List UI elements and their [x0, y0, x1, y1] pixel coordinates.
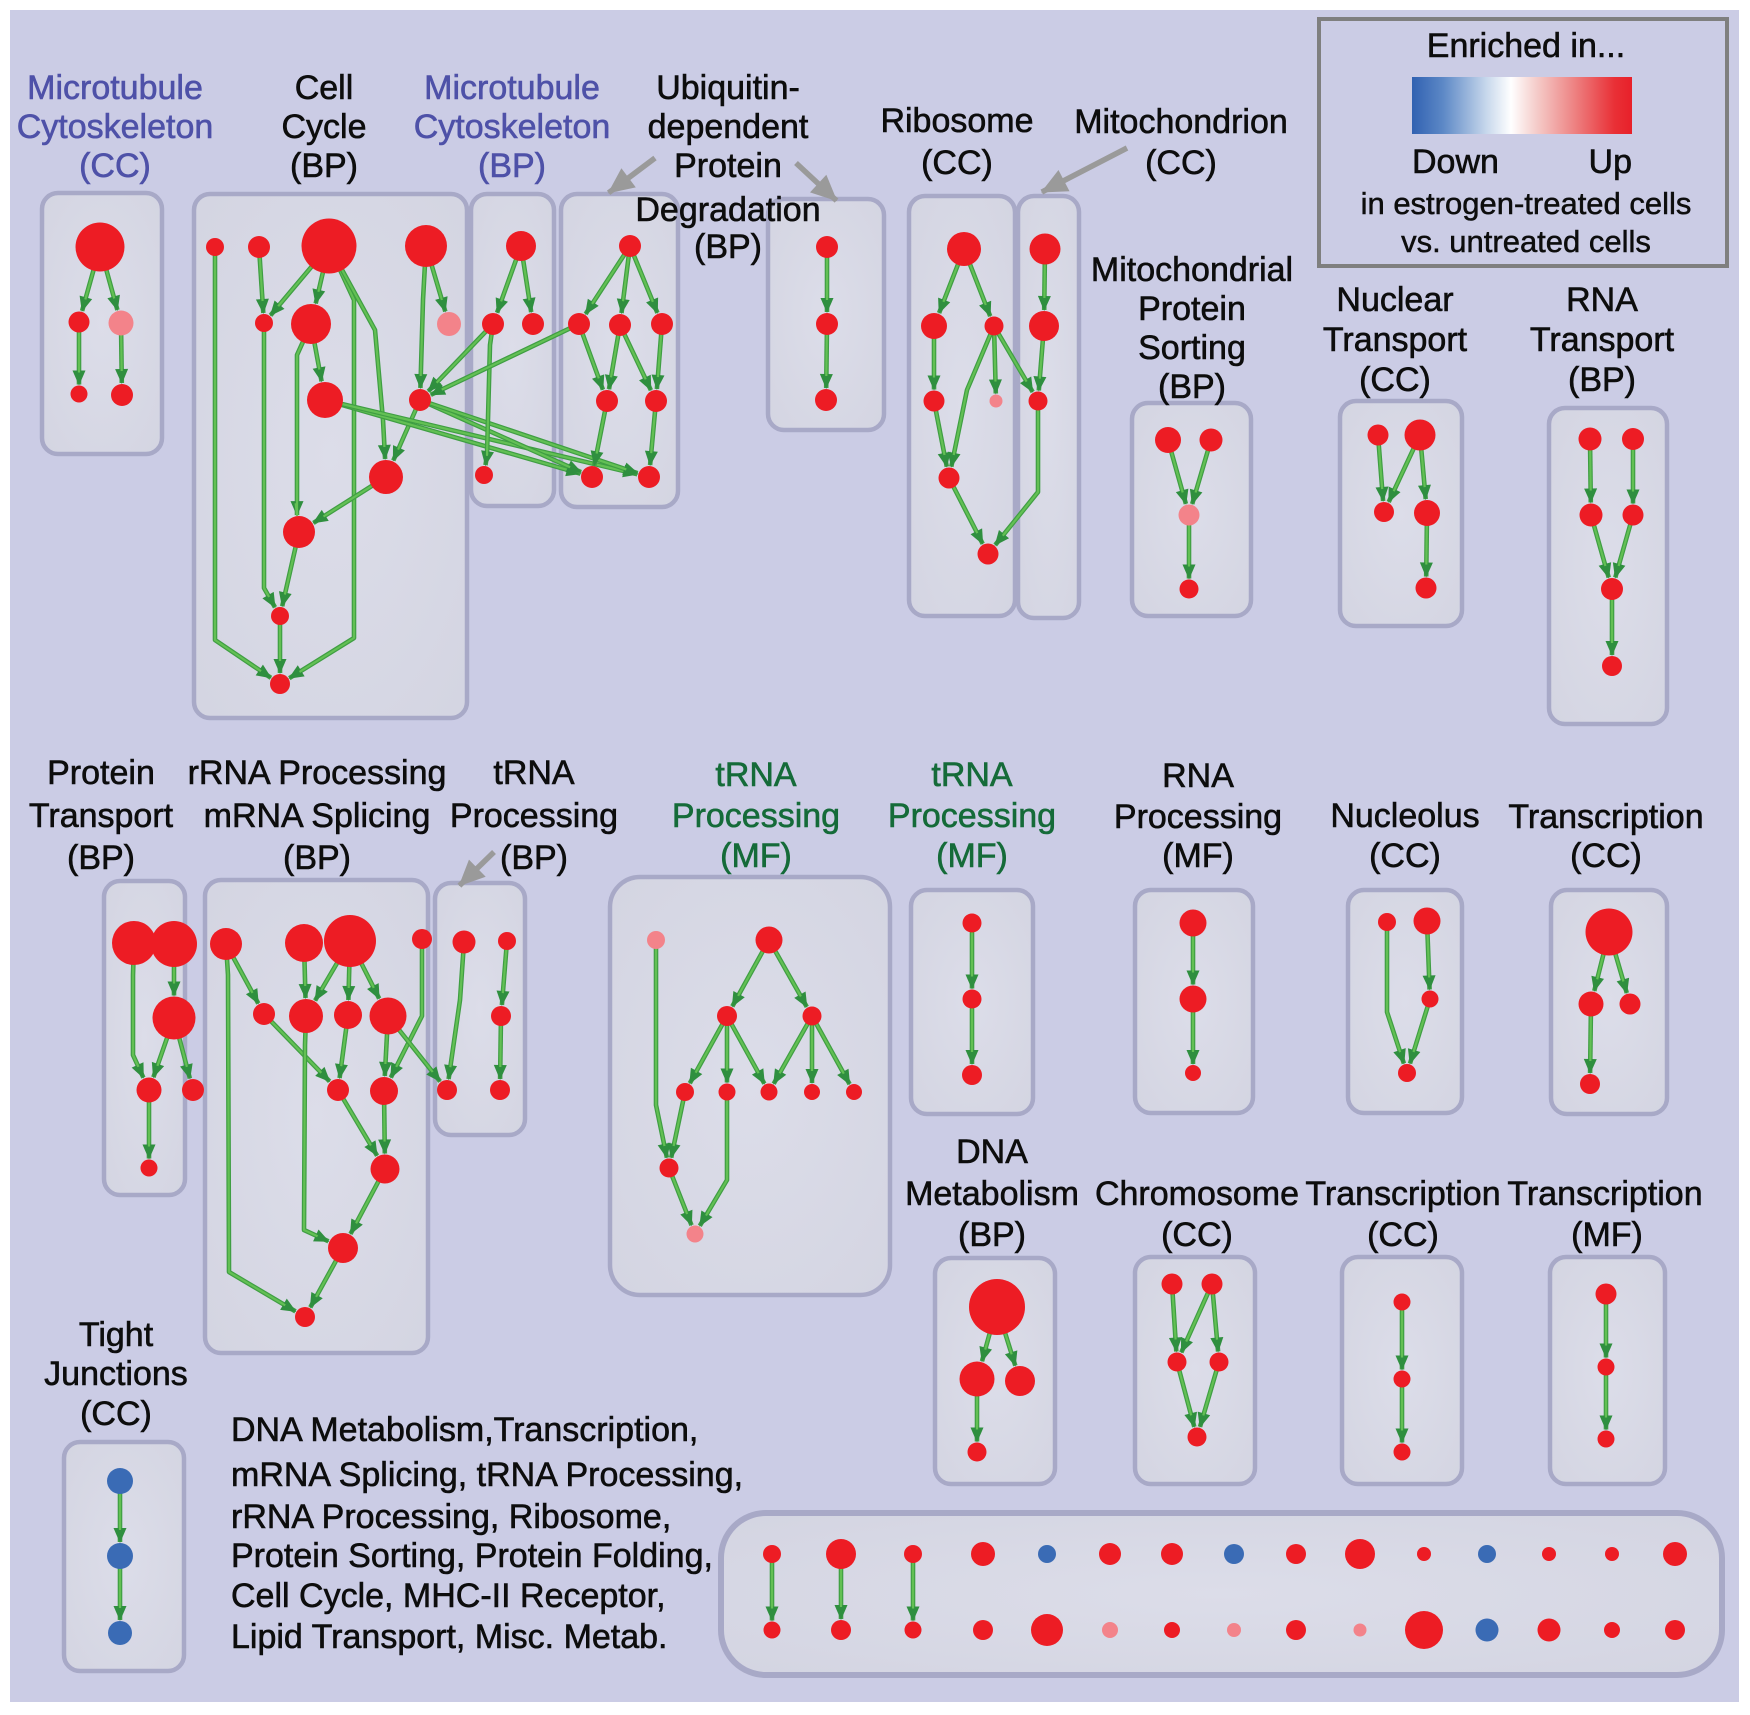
svg-text:Protein Sorting, Protein Foldi: Protein Sorting, Protein Folding,	[231, 1537, 713, 1575]
svg-text:Lipid Transport, Misc. Metab.: Lipid Transport, Misc. Metab.	[231, 1618, 668, 1656]
svg-text:Transport: Transport	[1530, 321, 1675, 359]
svg-text:Microtubule: Microtubule	[27, 69, 203, 107]
svg-text:(BP): (BP)	[283, 839, 351, 877]
svg-text:(CC): (CC)	[1161, 1216, 1233, 1254]
svg-text:Protein: Protein	[1138, 290, 1246, 328]
svg-text:Transcription: Transcription	[1508, 798, 1703, 836]
svg-text:Cell Cycle, MHC-II Receptor,: Cell Cycle, MHC-II Receptor,	[231, 1577, 666, 1615]
svg-text:Cycle: Cycle	[281, 108, 366, 146]
svg-text:mRNA Splicing: mRNA Splicing	[204, 797, 431, 835]
svg-text:Mitochondrion: Mitochondrion	[1074, 103, 1288, 141]
svg-text:(BP): (BP)	[958, 1216, 1026, 1254]
svg-text:Microtubule: Microtubule	[424, 69, 600, 107]
svg-text:(CC): (CC)	[1369, 837, 1441, 875]
svg-text:(MF): (MF)	[1162, 837, 1234, 875]
svg-text:Junctions: Junctions	[44, 1355, 188, 1393]
svg-text:(BP): (BP)	[1158, 368, 1226, 406]
svg-text:vs. untreated cells: vs. untreated cells	[1401, 224, 1651, 259]
svg-text:Cytoskeleton: Cytoskeleton	[17, 108, 214, 146]
svg-text:DNA: DNA	[956, 1133, 1028, 1171]
svg-text:(CC): (CC)	[1570, 837, 1642, 875]
svg-text:tRNA: tRNA	[715, 756, 797, 794]
svg-text:(CC): (CC)	[1359, 361, 1431, 399]
svg-text:(BP): (BP)	[500, 839, 568, 877]
svg-text:in estrogen-treated cells: in estrogen-treated cells	[1361, 186, 1692, 221]
svg-text:Ribosome: Ribosome	[880, 102, 1033, 140]
svg-text:RNA: RNA	[1566, 281, 1638, 319]
svg-text:Processing: Processing	[450, 797, 618, 835]
svg-text:(CC): (CC)	[79, 147, 151, 185]
svg-text:(BP): (BP)	[1568, 361, 1636, 399]
svg-text:(CC): (CC)	[1145, 144, 1217, 182]
svg-text:mRNA Splicing, tRNA Processing: mRNA Splicing, tRNA Processing,	[231, 1456, 743, 1494]
svg-text:Processing: Processing	[888, 797, 1056, 835]
svg-text:(CC): (CC)	[80, 1395, 152, 1433]
svg-text:Degradation: Degradation	[635, 191, 820, 229]
svg-text:Down: Down	[1412, 143, 1499, 181]
svg-text:Nucleolus: Nucleolus	[1330, 797, 1479, 835]
svg-text:Transport: Transport	[1323, 321, 1468, 359]
svg-text:RNA: RNA	[1162, 757, 1234, 795]
svg-text:Tight: Tight	[79, 1316, 154, 1354]
svg-text:(MF): (MF)	[720, 837, 792, 875]
svg-text:Transcription: Transcription	[1305, 1175, 1500, 1213]
svg-text:Nuclear: Nuclear	[1336, 281, 1453, 319]
svg-text:Enriched in...: Enriched in...	[1427, 27, 1625, 65]
svg-text:(MF): (MF)	[1571, 1216, 1643, 1254]
svg-text:Cytoskeleton: Cytoskeleton	[414, 108, 611, 146]
svg-text:(BP): (BP)	[67, 839, 135, 877]
svg-text:Transport: Transport	[29, 797, 174, 835]
svg-text:Chromosome: Chromosome	[1095, 1175, 1299, 1213]
svg-text:Processing: Processing	[672, 797, 840, 835]
svg-text:Up: Up	[1589, 143, 1632, 181]
svg-text:Metabolism: Metabolism	[905, 1175, 1079, 1213]
svg-text:(CC): (CC)	[1367, 1216, 1439, 1254]
svg-text:(BP): (BP)	[694, 228, 762, 266]
svg-text:DNA Metabolism,Transcription,: DNA Metabolism,Transcription,	[231, 1411, 698, 1449]
svg-text:Processing: Processing	[1114, 798, 1282, 836]
svg-text:Ubiquitin-: Ubiquitin-	[656, 69, 800, 107]
svg-text:rRNA Processing, Ribosome,: rRNA Processing, Ribosome,	[231, 1498, 671, 1536]
svg-text:(BP): (BP)	[290, 147, 358, 185]
svg-text:Protein: Protein	[47, 754, 155, 792]
svg-text:Cell: Cell	[295, 69, 354, 107]
svg-text:tRNA: tRNA	[931, 756, 1013, 794]
svg-text:tRNA: tRNA	[493, 754, 575, 792]
svg-text:dependent: dependent	[648, 108, 809, 146]
svg-text:Transcription: Transcription	[1507, 1175, 1702, 1213]
svg-text:(BP): (BP)	[478, 147, 546, 185]
svg-text:Mitochondrial: Mitochondrial	[1091, 251, 1293, 289]
svg-text:(MF): (MF)	[936, 837, 1008, 875]
svg-text:rRNA Processing: rRNA Processing	[188, 754, 447, 792]
svg-text:Protein: Protein	[674, 147, 782, 185]
svg-text:Sorting: Sorting	[1138, 329, 1246, 367]
svg-text:(CC): (CC)	[921, 144, 993, 182]
